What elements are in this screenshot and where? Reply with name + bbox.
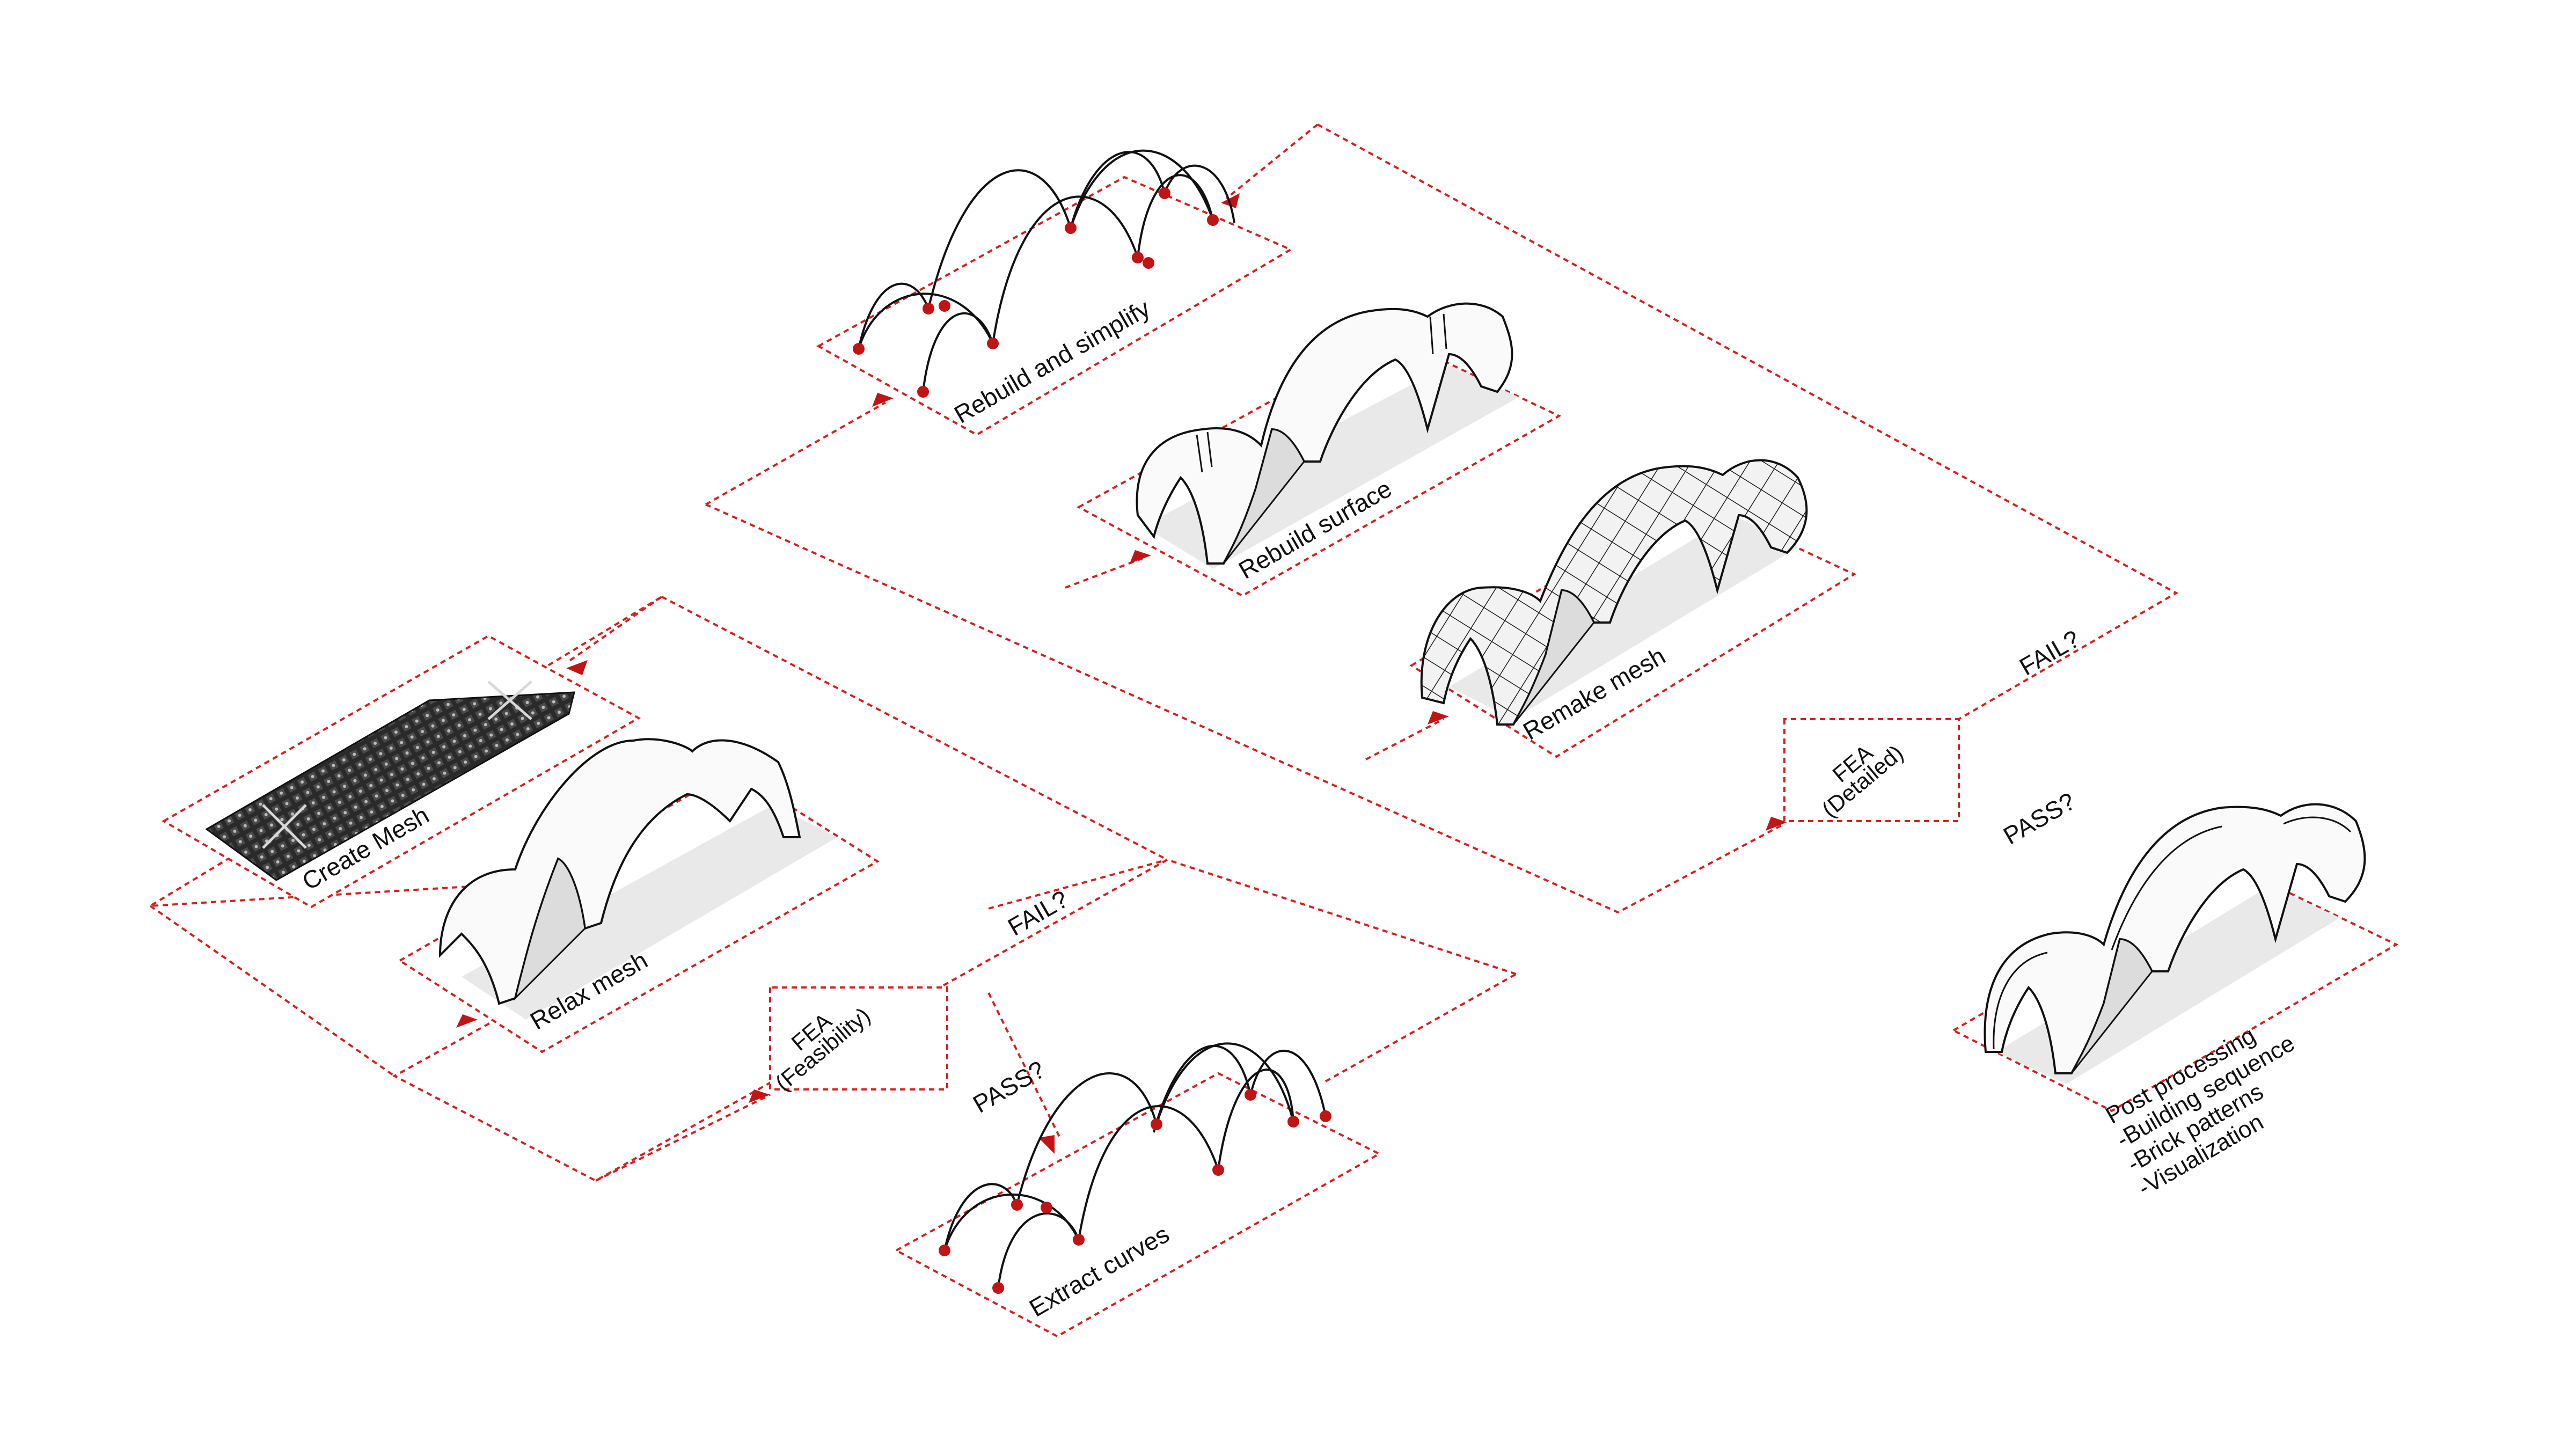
rebuild-surface-seams	[1196, 313, 1447, 473]
extract-to-pass-return	[1325, 973, 1517, 1082]
flat-mesh-grid	[205, 691, 575, 881]
arrowhead-to-extract	[1038, 1135, 1055, 1154]
relax-to-loop-ext	[1167, 859, 1517, 975]
loop2-return-path	[1225, 123, 1319, 200]
arrowhead-to-remake	[1428, 711, 1449, 724]
rebuild-simplify-arches	[858, 149, 1235, 392]
rebuild-simplify-support-points	[853, 187, 1219, 398]
remake-mesh-shade	[1512, 589, 1595, 725]
step-relax-mesh: Relax mesh	[398, 738, 880, 1053]
arrowhead-to-fea1	[749, 1089, 770, 1103]
extract-curves-arches	[943, 1042, 1327, 1289]
extract-curves-plate	[894, 1072, 1382, 1338]
post-processing-shade	[2070, 938, 2153, 1074]
arrowhead-to-rebuild-surface	[1130, 550, 1151, 564]
fea-detailed-node: FEA (Detailed) FAIL? PASS?	[1783, 625, 2084, 850]
step-post-processing: Post processing -Building sequence -Bric…	[1951, 803, 2399, 1202]
relax-shadow	[462, 805, 837, 1020]
fea-feasibility-node: FEA (Feasibility) FAIL? PASS?	[769, 885, 1073, 1118]
loop2-main-path	[1317, 123, 2179, 720]
loop1-return-to-create	[568, 596, 663, 662]
fea-detailed-box	[1783, 718, 1960, 822]
step-remake-mesh: Remake mesh	[1409, 459, 1857, 758]
loop1-back-path	[149, 596, 1170, 1182]
fea1-to-extract	[987, 992, 1061, 1138]
pass-label-1: PASS?	[968, 1055, 1049, 1118]
relax-to-fea1	[595, 1094, 771, 1182]
rebuild-simplify-plate	[816, 175, 1293, 436]
step-rebuild-simplify: Rebuild and simplify	[816, 149, 1293, 436]
rebuild-surface-shade	[1223, 428, 1305, 564]
extract-curves-support-points	[939, 1089, 1331, 1294]
arrowhead-to-create	[566, 660, 588, 675]
fail-label-2: FAIL?	[2015, 625, 2084, 681]
flow-connectors	[149, 123, 2179, 1182]
arrowhead-to-relax	[456, 1014, 478, 1028]
fea1-to-relax-left	[149, 905, 396, 1077]
arrowhead-to-rebuild-simplify	[872, 393, 894, 407]
mesh-quad-markers	[262, 680, 532, 849]
post-processing-brick-rings	[1993, 816, 2352, 1050]
loop2-left-path	[705, 401, 1785, 914]
fea-feasibility-box	[769, 986, 948, 1091]
surface-to-remake	[1365, 718, 1444, 760]
relax-mesh-shade	[514, 857, 586, 1001]
fea1-fail-path	[988, 859, 1168, 910]
step-extract-curves: Extract curves	[894, 1042, 1382, 1338]
arrowheads	[456, 193, 1787, 1154]
step-rebuild-surface: Rebuild surface	[1076, 302, 1562, 597]
arrowhead-to-fea2	[1766, 817, 1787, 831]
pass-label-2: PASS?	[1999, 787, 2080, 850]
arrowhead-loop2-return	[1221, 193, 1240, 208]
